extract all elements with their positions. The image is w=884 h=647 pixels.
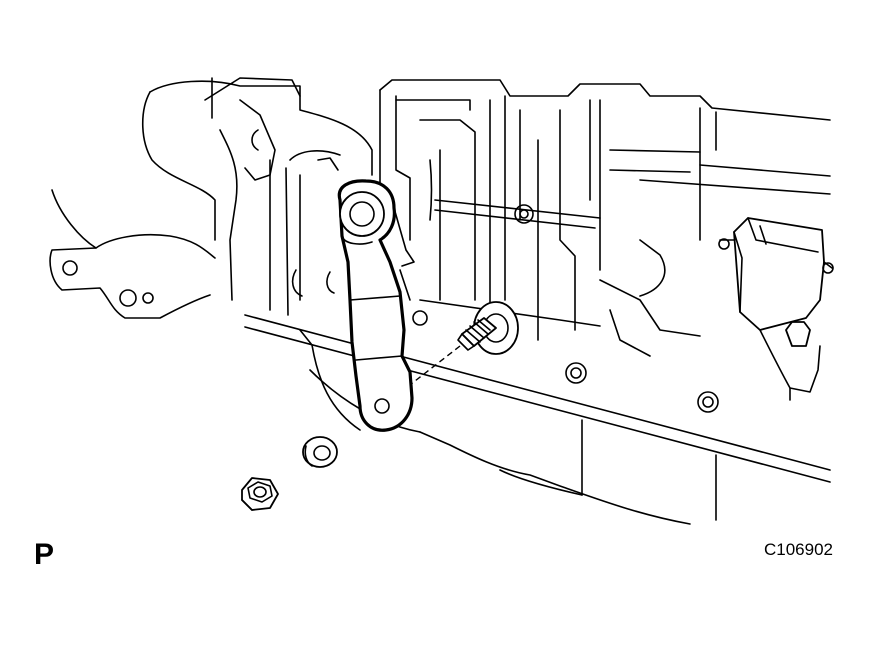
manual-valve-lever [337,179,415,432]
neutral-start-switch-connector [718,217,834,401]
lock-washer [302,436,338,468]
view-letter-label: P [34,538,55,571]
figure-code-label: C106902 [764,540,834,559]
assembly-guide-line [387,345,461,403]
manual-valve-shaft-stud [457,301,519,355]
hex-nut [241,477,279,511]
transmission-case [49,77,831,525]
